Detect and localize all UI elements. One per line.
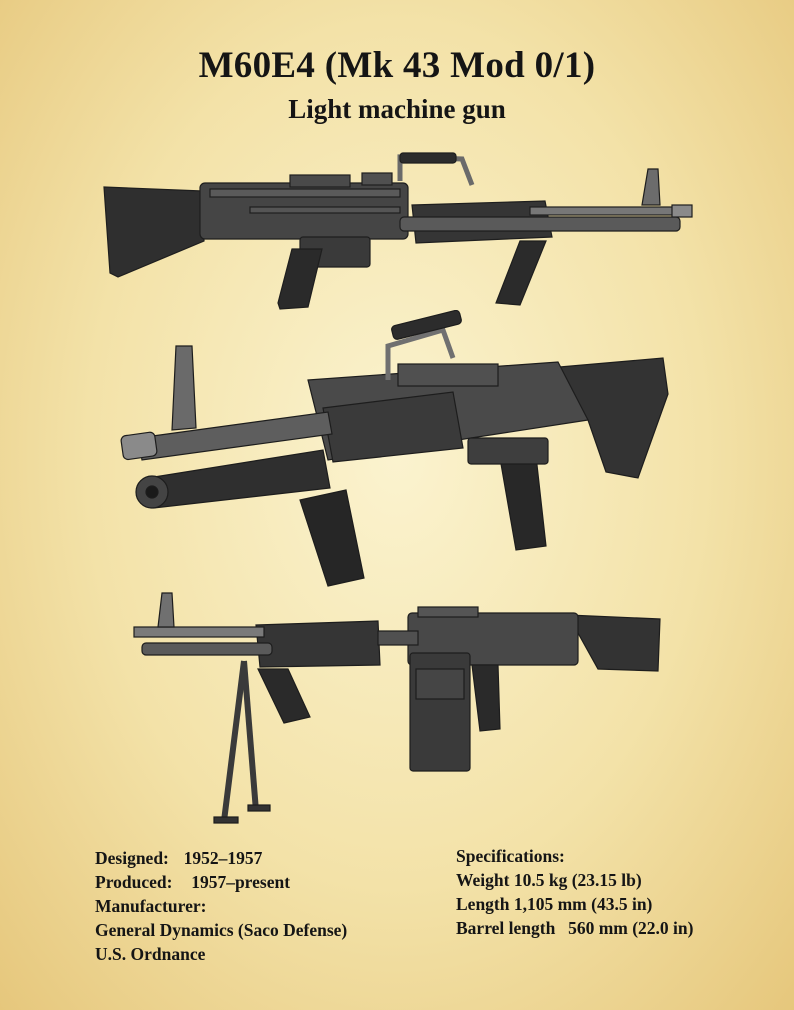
gun-side-view xyxy=(103,152,693,310)
production-info: Designed: 1952–1957 Produced: 1957–prese… xyxy=(95,846,347,966)
gun-angled-view xyxy=(120,310,669,587)
weight-row: Weight 10.5 kg (23.15 lb) xyxy=(456,868,693,892)
barrel-label: Barrel length xyxy=(456,918,556,938)
specifications: Specifications: Weight 10.5 kg (23.15 lb… xyxy=(456,844,693,940)
weight-value: 10.5 kg (23.15 lb) xyxy=(513,870,642,890)
gun-bipod-view xyxy=(133,592,661,824)
manufacturer-2: U.S. Ordnance xyxy=(95,944,206,964)
designed-row: Designed: 1952–1957 xyxy=(95,846,347,870)
designed-value: 1952–1957 xyxy=(183,848,263,868)
page-title: M60E4 (Mk 43 Mod 0/1) xyxy=(198,45,596,86)
specs-heading: Specifications: xyxy=(456,846,565,866)
length-label: Length xyxy=(456,894,510,914)
barrel-value: 560 mm (22.0 in) xyxy=(568,918,694,938)
barrel-row: Barrel length 560 mm (22.0 in) xyxy=(456,916,693,940)
length-row: Length 1,105 mm (43.5 in) xyxy=(456,892,693,916)
produced-row: Produced: 1957–present xyxy=(95,870,347,894)
designed-label: Designed: xyxy=(95,848,169,868)
page-subtitle: Light machine gun xyxy=(288,94,506,124)
length-value: 1,105 mm (43.5 in) xyxy=(513,894,653,914)
weight-label: Weight xyxy=(456,870,510,890)
manufacturer-1: General Dynamics (Saco Defense) xyxy=(95,920,348,940)
manufacturer-label: Manufacturer: xyxy=(95,896,207,916)
produced-label: Produced: xyxy=(95,872,173,892)
produced-value: 1957–present xyxy=(191,872,291,892)
